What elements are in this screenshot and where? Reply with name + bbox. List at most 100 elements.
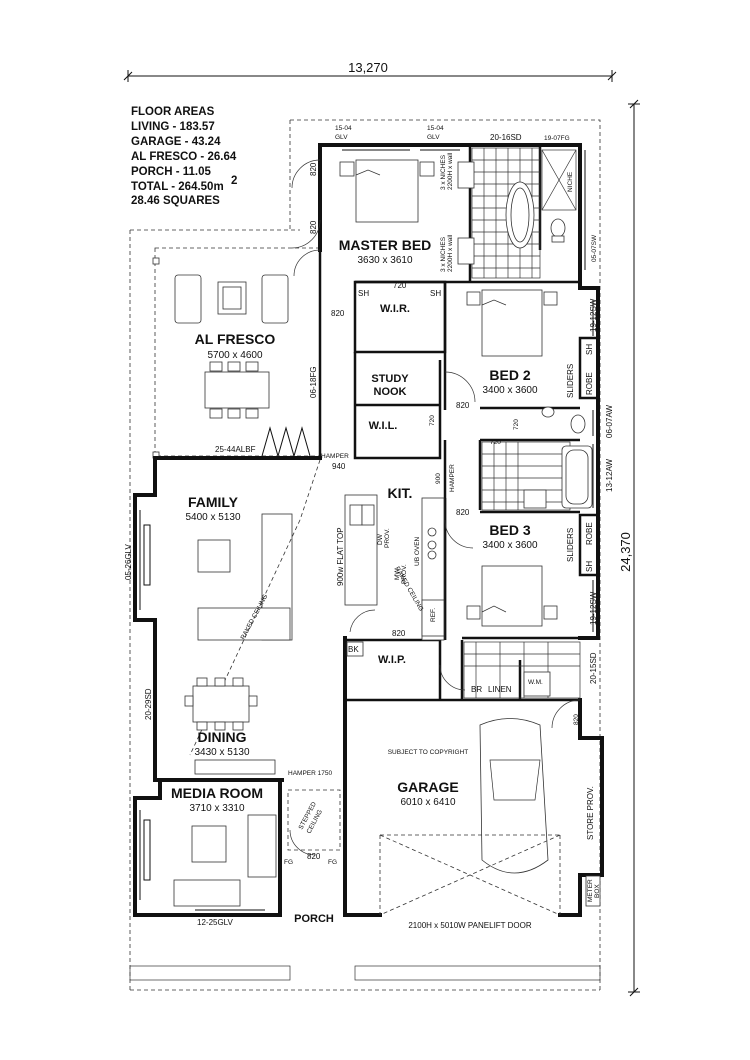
label-robe-2: ROBE bbox=[585, 522, 594, 545]
bed3-size: 3400 x 3600 bbox=[482, 540, 537, 551]
door-swings bbox=[289, 159, 581, 856]
label-aw-13-12: 13-12AW bbox=[605, 459, 614, 493]
family-dining-furniture bbox=[184, 459, 321, 775]
label-dw-prov: PROV. bbox=[384, 528, 391, 548]
windows bbox=[139, 149, 594, 911]
porch-name: PORCH bbox=[294, 913, 334, 925]
door-720-bath-b: 720 bbox=[513, 419, 520, 430]
label-sh-2: SH bbox=[430, 289, 441, 298]
label-niches-b: 3 x NICHES bbox=[440, 236, 447, 272]
label-copyright: SUBJECT TO COPYRIGHT bbox=[388, 749, 469, 756]
media-room-furniture bbox=[173, 789, 341, 907]
family-size: 5400 x 5130 bbox=[185, 512, 240, 523]
wir-name: W.I.R. bbox=[380, 303, 410, 315]
dining-size: 3430 x 5130 bbox=[194, 747, 249, 758]
garage-name: GARAGE bbox=[397, 779, 458, 795]
door-820-bed3: 820 bbox=[456, 508, 470, 517]
label-ub-oven: UB OVEN bbox=[414, 536, 421, 566]
label-flat-top: 900w FLAT TOP bbox=[336, 527, 345, 586]
door-820-wip: 820 bbox=[392, 629, 406, 638]
label-wm: W.M. bbox=[528, 679, 543, 686]
label-sw-05-07: 05-07SW bbox=[591, 234, 598, 262]
dimension-lines: 13,270 24,370 bbox=[123, 60, 640, 997]
door-820-porch: 820 bbox=[307, 852, 321, 861]
door-720-bath: 720 bbox=[490, 439, 501, 446]
door-820-wir: 820 bbox=[331, 309, 345, 318]
floor-area-total: TOTAL - 264.50m bbox=[131, 181, 224, 193]
bed2-name: BED 2 bbox=[489, 367, 530, 383]
label-niches-a2: 2200H x wall bbox=[447, 152, 454, 190]
label-store-prov: STORE PROV. bbox=[586, 786, 595, 840]
label-glv-a-size: 15-04 bbox=[335, 125, 352, 132]
room-labels: MASTER BED 3630 x 3610 AL FRESCO 5700 x … bbox=[171, 237, 538, 925]
floor-area-total-superscript: 2 bbox=[231, 175, 237, 187]
door-820-master: 820 bbox=[309, 162, 318, 176]
label-hamper-2: HAMPER bbox=[449, 464, 456, 492]
kitchen-name: KIT. bbox=[388, 485, 413, 501]
bed3-furniture bbox=[466, 565, 558, 627]
label-hamper-3: HAMPER 1750 bbox=[288, 770, 332, 777]
master-bed-name: MASTER BED bbox=[339, 237, 432, 253]
label-glv-a: GLV bbox=[335, 134, 348, 141]
label-fg-2: FG bbox=[328, 859, 337, 866]
label-niches-a: 3 x NICHES bbox=[440, 154, 447, 190]
label-sw-19-12-b: 19-12SW bbox=[589, 591, 598, 625]
floor-areas-title: FLOOR AREAS bbox=[131, 106, 215, 118]
label-niche: NICHE bbox=[567, 171, 574, 192]
label-sliders-1: SLIDERS bbox=[566, 364, 575, 398]
label-sh-3: SH bbox=[585, 344, 594, 355]
label-raked-ceiling-kit: RAKED CEILING bbox=[393, 566, 424, 613]
label-sd-20-29: 20-29SD bbox=[144, 688, 153, 720]
media-room-name: MEDIA ROOM bbox=[171, 785, 263, 801]
floor-area-garage: GARAGE - 43.24 bbox=[131, 136, 221, 148]
label-glv-b-size: 15-04 bbox=[427, 125, 444, 132]
floor-area-living: LIVING - 183.57 bbox=[131, 121, 215, 133]
label-fg-1: FG bbox=[284, 859, 293, 866]
door-820-bed2: 820 bbox=[456, 401, 470, 410]
label-glv-12-25: 12-25GLV bbox=[197, 918, 234, 927]
label-panelift: 2100H x 5010W PANELIFT DOOR bbox=[408, 921, 532, 930]
study-nook-line2: NOOK bbox=[374, 386, 407, 398]
label-linen: LINEN bbox=[488, 685, 512, 694]
label-mw-prov: PROV. bbox=[401, 564, 408, 584]
eaves-outline bbox=[129, 119, 601, 991]
ensuite-tiles bbox=[457, 147, 577, 279]
bed2-size: 3400 x 3600 bbox=[482, 385, 537, 396]
master-bed-furniture bbox=[339, 159, 435, 223]
door-900: 900 bbox=[435, 473, 442, 484]
label-sd-20-15: 20-15SD bbox=[589, 652, 598, 684]
laundry-fittings bbox=[346, 641, 581, 699]
floor-areas-block: FLOOR AREAS LIVING - 183.57 GARAGE - 43.… bbox=[131, 106, 237, 207]
internal-walls bbox=[278, 145, 600, 915]
alfresco-name: AL FRESCO bbox=[195, 331, 276, 347]
bed3-name: BED 3 bbox=[489, 522, 530, 538]
label-fg-06-18: 06-18FG bbox=[309, 366, 318, 398]
garage-size: 6010 x 6410 bbox=[400, 797, 455, 808]
label-br: BR bbox=[471, 685, 482, 694]
overall-depth-label: 24,370 bbox=[618, 532, 633, 572]
overall-width-label: 13,270 bbox=[348, 60, 388, 75]
bed2-furniture bbox=[466, 289, 558, 357]
label-fg-19-07: 19-07FG bbox=[544, 135, 570, 142]
front-fence bbox=[129, 965, 601, 981]
label-sliders-2: SLIDERS bbox=[566, 528, 575, 562]
bathroom-2 bbox=[481, 406, 593, 511]
label-robe-1: ROBE bbox=[585, 372, 594, 395]
floor-area-alfresco: AL FRESCO - 26.64 bbox=[131, 151, 237, 163]
label-sd-20-16: 20-16SD bbox=[490, 133, 522, 142]
label-niches-b2: 2200H x wall bbox=[447, 234, 454, 272]
floor-area-porch: PORCH - 11.05 bbox=[131, 166, 211, 178]
door-720-wil: 720 bbox=[429, 415, 436, 426]
label-mw: MW bbox=[394, 568, 401, 580]
label-meter: METER bbox=[587, 879, 594, 902]
label-sw-19-12-a: 19-12SW bbox=[589, 298, 598, 332]
label-dw: DW bbox=[377, 533, 384, 545]
label-glv-05-26: 05-26GLV bbox=[124, 543, 133, 580]
label-sh-4: SH bbox=[585, 561, 594, 572]
label-albf: 25-44ALBF bbox=[215, 445, 256, 454]
label-sh-1: SH bbox=[358, 289, 369, 298]
label-ref: REF. bbox=[430, 608, 437, 622]
alfresco-size: 5700 x 4600 bbox=[207, 350, 262, 361]
door-720-wir: 720 bbox=[393, 281, 407, 290]
